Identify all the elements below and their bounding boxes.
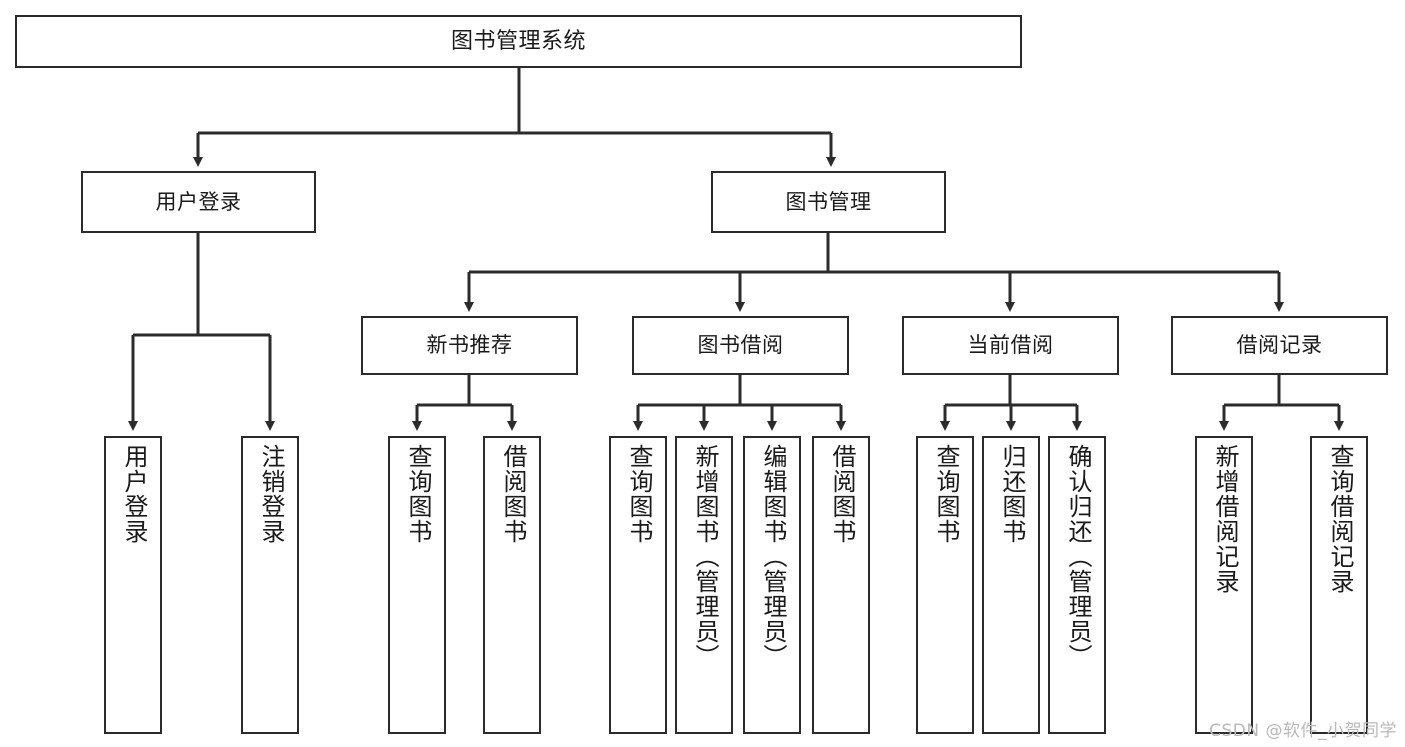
- leaf-book-borrow-query[interactable]: 查询图书: [609, 436, 667, 734]
- leaf-current-borrow-confirm-return[interactable]: 确认归还（管理员）: [1048, 436, 1106, 734]
- node-new-book-recommend-label: 新书推荐: [426, 333, 513, 358]
- node-book-borrow-label: 图书借阅: [697, 333, 784, 358]
- node-book-management[interactable]: 图书管理: [711, 171, 946, 233]
- node-book-management-label: 图书管理: [785, 189, 872, 214]
- leaf-label: 查询图书: [624, 444, 653, 544]
- leaf-book-borrow-edit[interactable]: 编辑图书（管理员）: [743, 436, 801, 734]
- leaf-label: 查询图书: [403, 444, 432, 544]
- node-root[interactable]: 图书管理系统: [15, 15, 1022, 68]
- leaf-label: 注销登录: [256, 444, 285, 544]
- node-current-borrow[interactable]: 当前借阅: [902, 316, 1119, 375]
- leaf-user-login-signout[interactable]: 注销登录: [241, 436, 299, 734]
- leaf-label: 借阅图书: [498, 444, 527, 544]
- leaf-label: 新增图书（管理员）: [690, 444, 719, 669]
- leaf-label: 新增借阅记录: [1210, 444, 1239, 594]
- leaf-new-book-borrow[interactable]: 借阅图书: [483, 436, 541, 734]
- leaf-borrow-record-add[interactable]: 新增借阅记录: [1195, 436, 1253, 734]
- node-borrow-record-label: 借阅记录: [1236, 333, 1323, 358]
- node-book-borrow[interactable]: 图书借阅: [632, 316, 849, 375]
- leaf-label: 查询借阅记录: [1325, 444, 1354, 594]
- node-user-login[interactable]: 用户登录: [81, 171, 316, 233]
- leaf-label: 编辑图书（管理员）: [758, 444, 787, 669]
- leaf-label: 确认归还（管理员）: [1063, 444, 1092, 669]
- node-borrow-record[interactable]: 借阅记录: [1171, 316, 1388, 375]
- leaf-label: 查询图书: [931, 444, 960, 544]
- watermark: CSDN @软件_小贺同学: [1209, 721, 1397, 741]
- leaf-current-borrow-query[interactable]: 查询图书: [916, 436, 974, 734]
- leaf-label: 借阅图书: [827, 444, 856, 544]
- node-user-login-label: 用户登录: [155, 189, 242, 214]
- node-current-borrow-label: 当前借阅: [967, 333, 1054, 358]
- leaf-book-borrow-add[interactable]: 新增图书（管理员）: [675, 436, 733, 734]
- leaf-user-login-signin[interactable]: 用户登录: [104, 436, 162, 734]
- leaf-new-book-query[interactable]: 查询图书: [388, 436, 446, 734]
- leaf-label: 用户登录: [119, 444, 148, 544]
- leaf-book-borrow-borrow[interactable]: 借阅图书: [812, 436, 870, 734]
- node-root-label: 图书管理系统: [450, 28, 586, 54]
- leaf-borrow-record-query[interactable]: 查询借阅记录: [1310, 436, 1368, 734]
- leaf-label: 归还图书: [997, 444, 1026, 544]
- node-new-book-recommend[interactable]: 新书推荐: [361, 316, 578, 375]
- leaf-current-borrow-return[interactable]: 归还图书: [982, 436, 1040, 734]
